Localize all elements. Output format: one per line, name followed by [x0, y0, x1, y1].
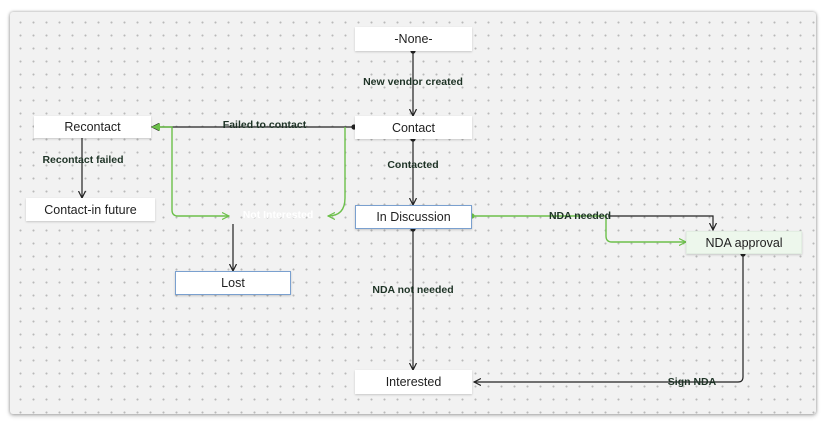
node-interested[interactable]: Interested: [355, 370, 472, 394]
node-in-discussion[interactable]: In Discussion: [355, 205, 472, 229]
edge-discussion-to-nda[interactable]: [608, 215, 713, 230]
transition-contacted[interactable]: Contacted: [377, 156, 449, 173]
edge-nda-to-interested[interactable]: [474, 253, 744, 382]
node-lost[interactable]: Lost: [175, 271, 291, 295]
node-recontact[interactable]: Recontact: [34, 116, 151, 138]
transition-failed-to-contact[interactable]: Failed to contact: [213, 116, 316, 133]
edge-green-arrowhead: [152, 123, 160, 131]
node-contact-in-future[interactable]: Contact-in future: [26, 198, 155, 221]
node-none[interactable]: -None-: [355, 27, 472, 51]
edge-green-recontact-to-notinterested[interactable]: [152, 126, 229, 216]
transition-new-vendor-created[interactable]: New vendor created: [353, 73, 473, 90]
transition-sign-nda[interactable]: Sign NDA: [658, 373, 726, 390]
edge-green-discussion-to-nda[interactable]: [472, 215, 686, 242]
transition-nda-needed[interactable]: NDA needed: [540, 207, 620, 224]
transition-recontact-failed[interactable]: Recontact failed: [34, 151, 132, 168]
transition-not-interested[interactable]: Not Interested: [231, 206, 325, 223]
node-nda-approval[interactable]: NDA approval: [686, 231, 802, 254]
transition-nda-not-needed[interactable]: NDA not needed: [362, 281, 464, 298]
edge-green-contact-to-recontact[interactable]: [328, 127, 346, 216]
node-contact[interactable]: Contact: [355, 116, 472, 139]
